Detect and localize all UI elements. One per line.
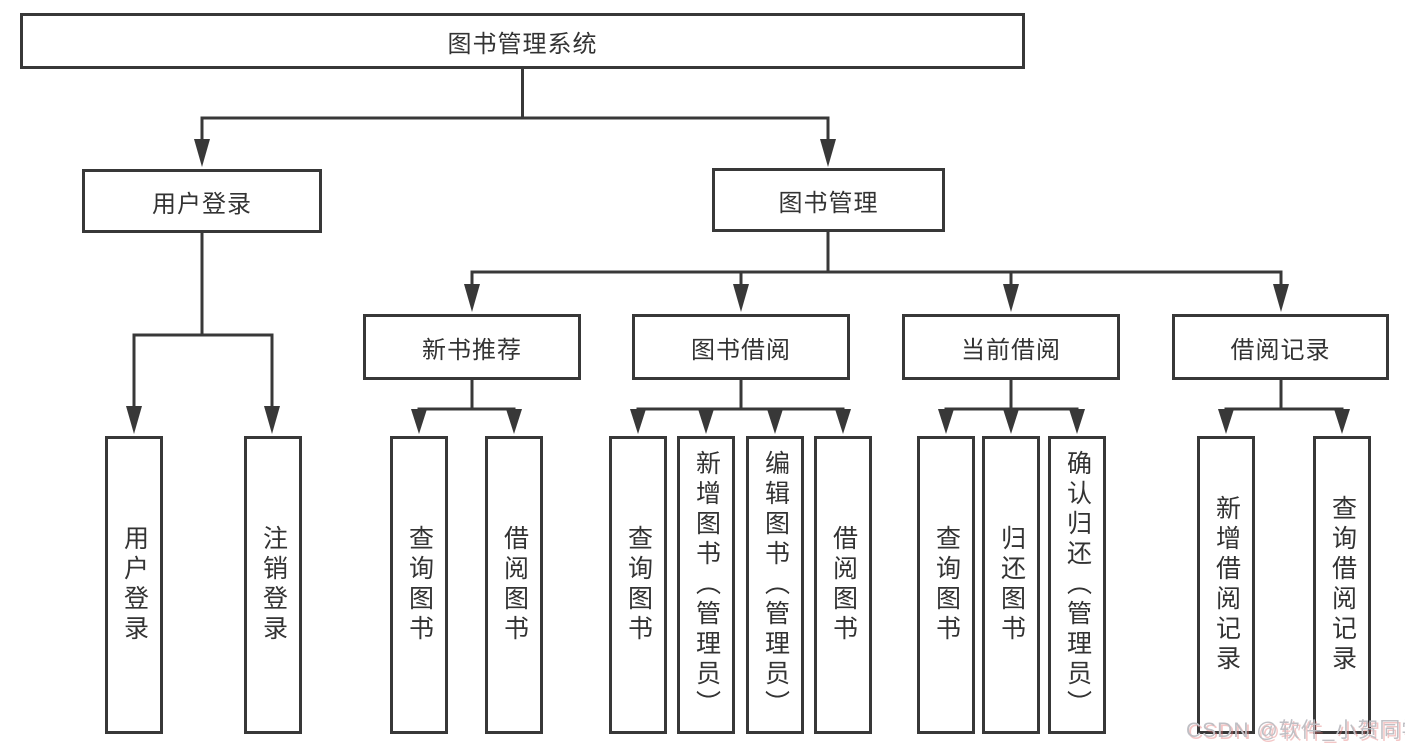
- node-new-book-recommend: 新书推荐: [363, 314, 581, 380]
- leaf-return-books: 归还图书: [982, 436, 1040, 734]
- node-book-borrowing: 图书借阅: [632, 314, 850, 380]
- leaf-edit-books-admin-label: 编辑图书（管理员）: [761, 450, 790, 720]
- leaf-return-books-label: 归还图书: [997, 525, 1026, 645]
- node-current-borrowing: 当前借阅: [902, 314, 1120, 380]
- leaf-user-login-label: 用户登录: [120, 525, 149, 645]
- leaf-confirm-return-admin-label: 确认归还（管理员）: [1063, 450, 1092, 720]
- leaf-logout-label: 注销登录: [259, 525, 288, 645]
- leaf-add-borrow-record: 新增借阅记录: [1197, 436, 1255, 734]
- arrowheads: [126, 139, 1350, 434]
- leaf-query-borrow-record-label: 查询借阅记录: [1328, 495, 1357, 675]
- leaf-query-books-borrow-label: 查询图书: [624, 525, 653, 645]
- leaf-edit-books-admin: 编辑图书（管理员）: [746, 436, 804, 734]
- leaf-add-books-admin: 新增图书（管理员）: [677, 436, 735, 734]
- node-borrowing-records: 借阅记录: [1172, 314, 1389, 380]
- leaf-add-borrow-record-label: 新增借阅记录: [1212, 495, 1241, 675]
- leaf-logout: 注销登录: [244, 436, 302, 734]
- leaf-borrow-books: 借阅图书: [814, 436, 872, 734]
- leaf-add-books-admin-label: 新增图书（管理员）: [692, 450, 721, 720]
- leaf-query-books-current: 查询图书: [917, 436, 975, 734]
- leaf-query-borrow-record: 查询借阅记录: [1313, 436, 1371, 734]
- leaf-borrow-books-recommend: 借阅图书: [485, 436, 543, 734]
- watermark: CSDN @软件_小贺同学: [1186, 719, 1405, 742]
- node-book-management: 图书管理: [712, 168, 945, 232]
- leaf-query-books-recommend: 查询图书: [390, 436, 448, 734]
- node-user-login: 用户登录: [82, 169, 322, 233]
- leaf-confirm-return-admin: 确认归还（管理员）: [1048, 436, 1106, 734]
- leaf-borrow-books-recommend-label: 借阅图书: [500, 525, 529, 645]
- leaf-query-books-borrow: 查询图书: [609, 436, 667, 734]
- node-book-management-system: 图书管理系统: [20, 13, 1025, 69]
- leaf-user-login: 用户登录: [105, 436, 163, 734]
- leaf-query-books-recommend-label: 查询图书: [405, 525, 434, 645]
- leaf-query-books-current-label: 查询图书: [932, 525, 961, 645]
- leaf-borrow-books-label: 借阅图书: [829, 525, 858, 645]
